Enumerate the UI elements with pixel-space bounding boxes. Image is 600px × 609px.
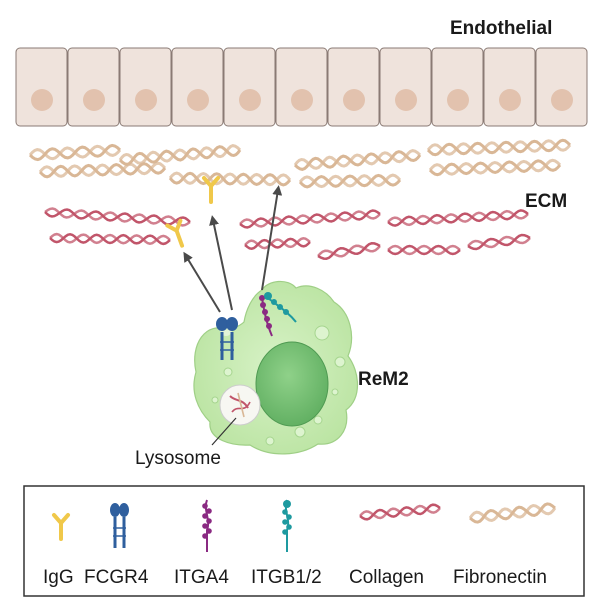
legend-label-collagen: Collagen: [349, 567, 424, 588]
fibronectin-fiber: [298, 173, 402, 189]
endothelial-cell: [67, 47, 120, 127]
endothelial-cell: [171, 47, 224, 127]
itga4-icon: [202, 499, 212, 552]
endothelial-cell: [223, 47, 276, 127]
lysosome-pointer: [211, 417, 237, 446]
itgb-icon: [282, 499, 292, 552]
endothelial-cell: [15, 47, 68, 127]
collagen-fiber: [244, 237, 311, 250]
endothelial-cell: [327, 47, 380, 127]
fibronectin-fiber: [426, 138, 572, 157]
legend-label-igg: IgG: [43, 567, 74, 588]
fibronectin-fiber: [28, 143, 122, 162]
cell-nucleus: [255, 341, 329, 427]
endothelial-cell: [119, 47, 172, 127]
collagen-fiber: [239, 209, 381, 229]
endothelial-cell: [535, 47, 588, 127]
fibronectin-icon: [468, 502, 557, 524]
endothelial-cell: [275, 47, 328, 127]
collagen-fiber: [317, 242, 381, 260]
fibronectin-fiber: [428, 158, 562, 177]
lysosome-label: Lysosome: [135, 448, 221, 469]
fibronectin-fiber: [293, 149, 422, 171]
endothelial-cell: [431, 47, 484, 127]
endothelial-cell: [379, 47, 432, 127]
fibronectin-fiber: [168, 171, 292, 187]
ecm-label: ECM: [525, 191, 567, 212]
legend-label-fcgr4: FCGR4: [84, 567, 149, 588]
fibronectin-fiber: [38, 161, 167, 179]
collagen-fiber: [387, 244, 461, 256]
collagen-icon: [359, 503, 441, 521]
legend-label-itga4: ITGA4: [174, 567, 229, 588]
fibronectin-fiber: [118, 144, 242, 166]
igg-icon: [52, 513, 70, 541]
collagen-fiber: [49, 232, 171, 246]
fibronectin-fiber: [468, 502, 557, 524]
legend-label-fibronectin: Fibronectin: [453, 567, 547, 588]
endothelial-cell: [483, 47, 536, 127]
igg-molecule: [202, 176, 220, 204]
rem2-label: ReM2: [358, 369, 409, 390]
fcgr4-icon: [110, 503, 129, 548]
legend-label-itgb: ITGB1/2: [251, 567, 322, 588]
collagen-fiber: [467, 233, 531, 251]
arrows: [183, 185, 283, 313]
lysosome: [219, 384, 261, 426]
endothelial-layer: [15, 47, 588, 127]
collagen-fiber: [44, 207, 191, 227]
endothelial-label: Endothelial: [450, 18, 552, 39]
collagen-fiber: [359, 503, 441, 521]
fcgr4-receptor: [216, 317, 238, 360]
ecm-fibers: [28, 138, 572, 260]
igg-molecule: [165, 218, 185, 248]
itga4-chain: [259, 295, 273, 337]
collagen-fiber: [387, 209, 529, 227]
itgb-chain: [264, 292, 297, 323]
